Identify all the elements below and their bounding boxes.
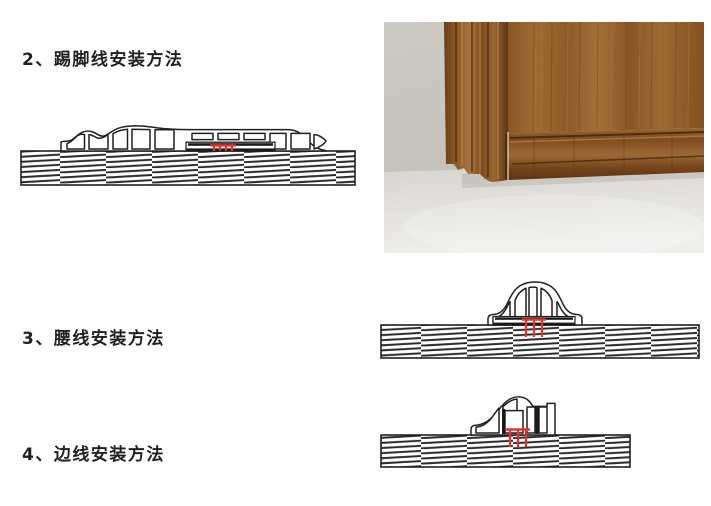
diagram-edgeline-installation xyxy=(375,393,705,479)
adhesive-marks-edgeline xyxy=(506,428,530,447)
installed-baseboard-photo xyxy=(384,22,704,253)
edgeline-profile-outline xyxy=(470,396,556,436)
diagram-baseboard-installation xyxy=(14,112,359,201)
skirting-profile-outline xyxy=(60,125,327,152)
section-heading-edgeline: 4、边线安装方法 xyxy=(22,445,165,465)
adhesive-marks-waistline xyxy=(522,318,546,337)
section-heading-waistline: 3、腰线安装方法 xyxy=(22,329,165,349)
edgeline-inner-rails xyxy=(502,407,539,434)
adhesive-cavity-baseboard xyxy=(185,141,276,152)
section-heading-baseboard: 2、踢脚线安装方法 xyxy=(22,50,184,70)
substrate-board-baseboard xyxy=(20,150,356,186)
adhesive-cavity-waistline xyxy=(492,315,576,337)
substrate-board-waistline xyxy=(380,324,700,359)
substrate-board-edgeline xyxy=(380,434,631,468)
adhesive-marks-baseboard xyxy=(210,144,236,151)
diagram-waistline-installation xyxy=(375,275,705,369)
